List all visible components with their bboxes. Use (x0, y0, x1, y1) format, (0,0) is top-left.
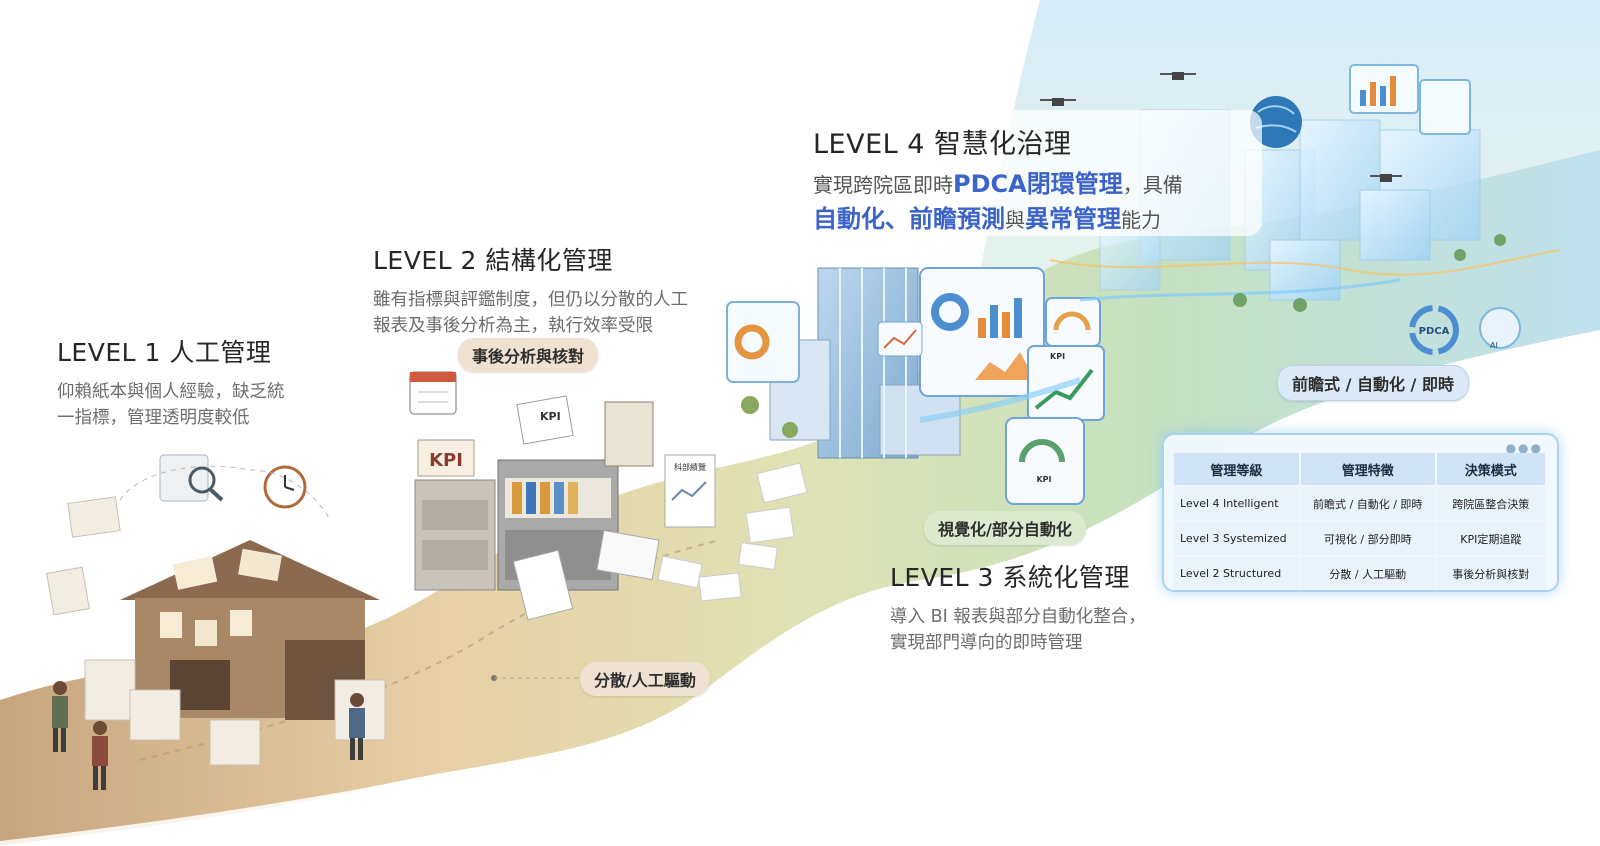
level4-desc-e: 、 (885, 205, 909, 233)
kpi-paper-text: KPI (540, 410, 561, 423)
level4-highlight-prediction: 前瞻預測 (909, 205, 1005, 233)
table-cell: 跨院區整合決策 (1435, 485, 1548, 521)
level1-desc-line2: 一指標，管理透明度較低 (57, 408, 250, 428)
level4-title: LEVEL 4 智慧化治理 (813, 129, 1072, 160)
table-cell: KPI定期追蹤 (1435, 520, 1548, 556)
pill-dispersed: 分散/人工驅動 (580, 662, 710, 696)
level1-desc-line1: 仰賴紙本與個人經驗，缺乏統 (57, 382, 285, 402)
header-decision: 決策模式 (1435, 453, 1548, 486)
level3-block: LEVEL 3 系統化管理 導入 BI 報表與部分自動化整合， 實現部門導向的即… (890, 558, 1146, 656)
table-cell: 可視化 / 部分即時 (1299, 520, 1437, 556)
level3-desc-line2: 實現部門導向的即時管理 (890, 633, 1083, 653)
level4-block: LEVEL 4 智慧化治理 實現跨院區即時PDCA閉環管理，具備 自動化、前瞻預… (813, 122, 1183, 237)
level1-block: LEVEL 1 人工管理 仰賴紙本與個人經驗，缺乏統 一指標，管理透明度較低 (57, 333, 285, 431)
maturity-table-card: ●●● 管理等級 管理特徵 決策模式 Level 4 Intelligent 前… (1162, 433, 1559, 592)
level1-desc: 仰賴紙本與個人經驗，缺乏統 一指標，管理透明度較低 (57, 379, 285, 431)
level4-highlight-anomaly: 異常管理 (1025, 205, 1121, 233)
level1-icons (119, 454, 331, 521)
level4-desc-a: 實現跨院區即時 (813, 173, 953, 197)
brain-icon (1250, 64, 1471, 148)
drone-icons (1040, 72, 1402, 182)
level4-highlight-pdca: PDCA閉環管理 (953, 170, 1123, 198)
path-edge (0, 335, 1600, 846)
level2-desc: 雖有指標與評鑑制度，但仍以分散的人工 報表及事後分析為主，執行效率受限 (373, 287, 688, 339)
table-cell: Level 2 Structured (1174, 555, 1301, 590)
level3-title: LEVEL 3 系統化管理 (890, 563, 1130, 592)
table-row: Level 2 Structured 分散 / 人工驅動 事後分析與核對 (1174, 555, 1548, 590)
level2-documents: KPI KPI 科部績覽 (417, 395, 716, 621)
level2-block: LEVEL 2 結構化管理 雖有指標與評鑑制度，但仍以分散的人工 報表及事後分析… (373, 241, 688, 339)
pill-post-analysis: 事後分析與核對 (458, 338, 599, 372)
level4-desc-line2: 自動化、前瞻預測與異常管理能力 (813, 202, 1183, 237)
level4-desc: 實現跨院區即時PDCA閉環管理，具備 自動化、前瞻預測與異常管理能力 (813, 167, 1183, 237)
level4-desc-g: 與 (1005, 208, 1025, 232)
level4-desc-c: ，具備 (1122, 173, 1183, 197)
growth-path (0, 150, 1600, 846)
maturity-table: 管理等級 管理特徵 決策模式 Level 4 Intelligent 前瞻式 /… (1174, 453, 1548, 590)
table-cell: 前瞻式 / 自動化 / 即時 (1299, 485, 1437, 521)
pdca-cycle-icon: PDCA AI (1409, 305, 1521, 355)
filing-cabinets (414, 459, 619, 591)
scattered-papers (657, 462, 808, 602)
table-cell: Level 4 Intelligent (1174, 485, 1301, 521)
table-header-row: 管理等級 管理特徵 決策模式 (1174, 453, 1548, 486)
level2-title: LEVEL 2 結構化管理 (373, 246, 613, 275)
ai-text: AI (1490, 341, 1498, 350)
window-dots-icon: ●●● (1505, 441, 1543, 455)
pill-proactive: 前瞻式 / 自動化 / 即時 (1277, 365, 1469, 401)
level2-desc-line2: 報表及事後分析為主，執行效率受限 (373, 316, 653, 336)
pdca-text: PDCA (1419, 326, 1450, 337)
table-cell: 分散 / 人工驅動 (1299, 555, 1437, 590)
header-feature: 管理特徵 (1299, 453, 1437, 486)
kpi-label-2: KPI (1036, 475, 1051, 484)
level4-highlight-automation: 自動化 (813, 205, 885, 233)
level3-desc: 導入 BI 報表與部分自動化整合， 實現部門導向的即時管理 (890, 604, 1146, 656)
table-cell: Level 3 Systemized (1174, 520, 1301, 556)
level4-desc-i: 能力 (1121, 208, 1161, 232)
dirt-trail (139, 539, 721, 761)
table-cell: 事後分析與核對 (1435, 555, 1548, 590)
people (52, 681, 365, 790)
level1-title: LEVEL 1 人工管理 (57, 338, 272, 367)
level3-desc-line1: 導入 BI 報表與部分自動化整合， (890, 607, 1146, 627)
header-level: 管理等級 (1174, 453, 1301, 486)
dept-report-text: 科部績覽 (674, 462, 706, 472)
pill-visual: 視覺化/部分自動化 (924, 511, 1086, 545)
table-row: Level 3 Systemized 可視化 / 部分即時 KPI定期追蹤 (1174, 520, 1548, 556)
level4-panel (806, 110, 1262, 236)
kpi-sign-text: KPI (429, 450, 463, 471)
calendar-icon (409, 371, 457, 415)
level2-desc-line1: 雖有指標與評鑑制度，但仍以分散的人工 (373, 290, 688, 310)
table-row: Level 4 Intelligent 前瞻式 / 自動化 / 即時 跨院區整合… (1174, 485, 1548, 521)
level4-desc-line1: 實現跨院區即時PDCA閉環管理，具備 (813, 167, 1183, 202)
kpi-label-1: KPI (1050, 352, 1065, 361)
dashboard-panels: KPI KPI (726, 267, 1105, 505)
